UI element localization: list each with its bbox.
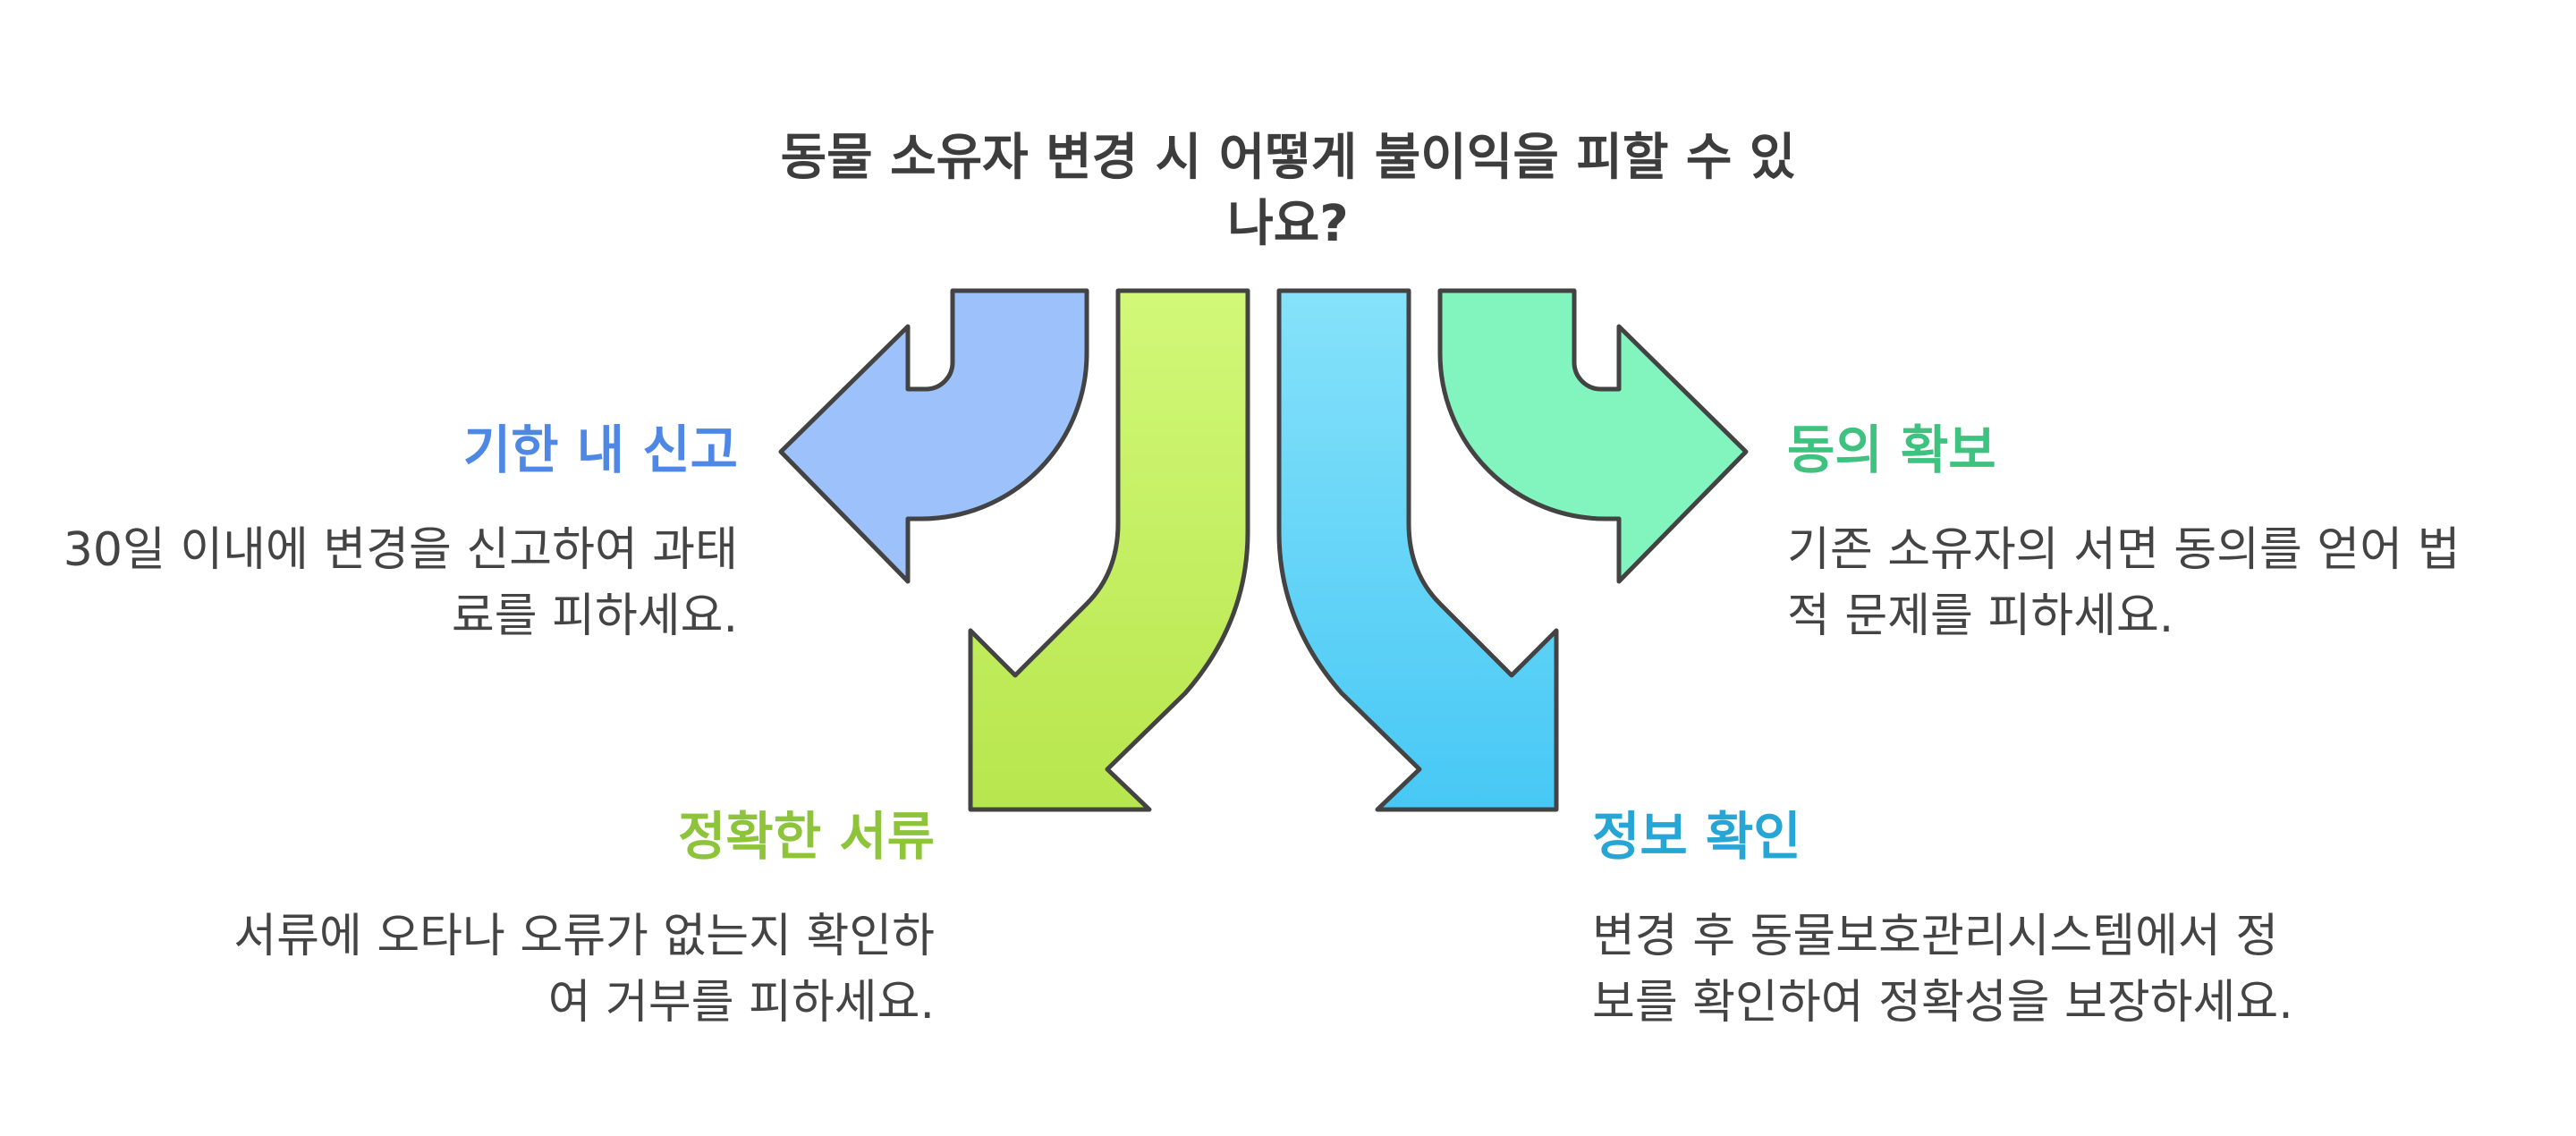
- heading-deadline: 기한 내 신고: [462, 420, 738, 480]
- desc-deadline: 30일 이내에 변경을 신고하여 과태료를 피하세요.: [63, 523, 738, 643]
- arrow-documents: [968, 288, 1250, 812]
- desc-documents: 서류에 오타나 오류가 없는지 확인하여 거부를 피하세요.: [233, 910, 935, 1030]
- desc-verify: 변경 후 동물보호관리시스템에서 정보를 확인하여 정확성을 보장하세요.: [1592, 910, 2293, 1030]
- heading-consent: 동의 확보: [1787, 420, 1996, 480]
- arrow-verify: [1276, 288, 1559, 812]
- diagram-title: 동물 소유자 변경 시 어떻게 불이익을 피할 수 있나요?: [780, 129, 1796, 253]
- arrow-deadline: [778, 288, 1089, 584]
- arrow-consent: [1437, 288, 1749, 584]
- heading-documents: 정확한 서류: [678, 806, 935, 867]
- heading-verify: 정보 확인: [1592, 806, 1801, 867]
- desc-consent: 기존 소유자의 서면 동의를 얻어 법적 문제를 피하세요.: [1787, 523, 2461, 643]
